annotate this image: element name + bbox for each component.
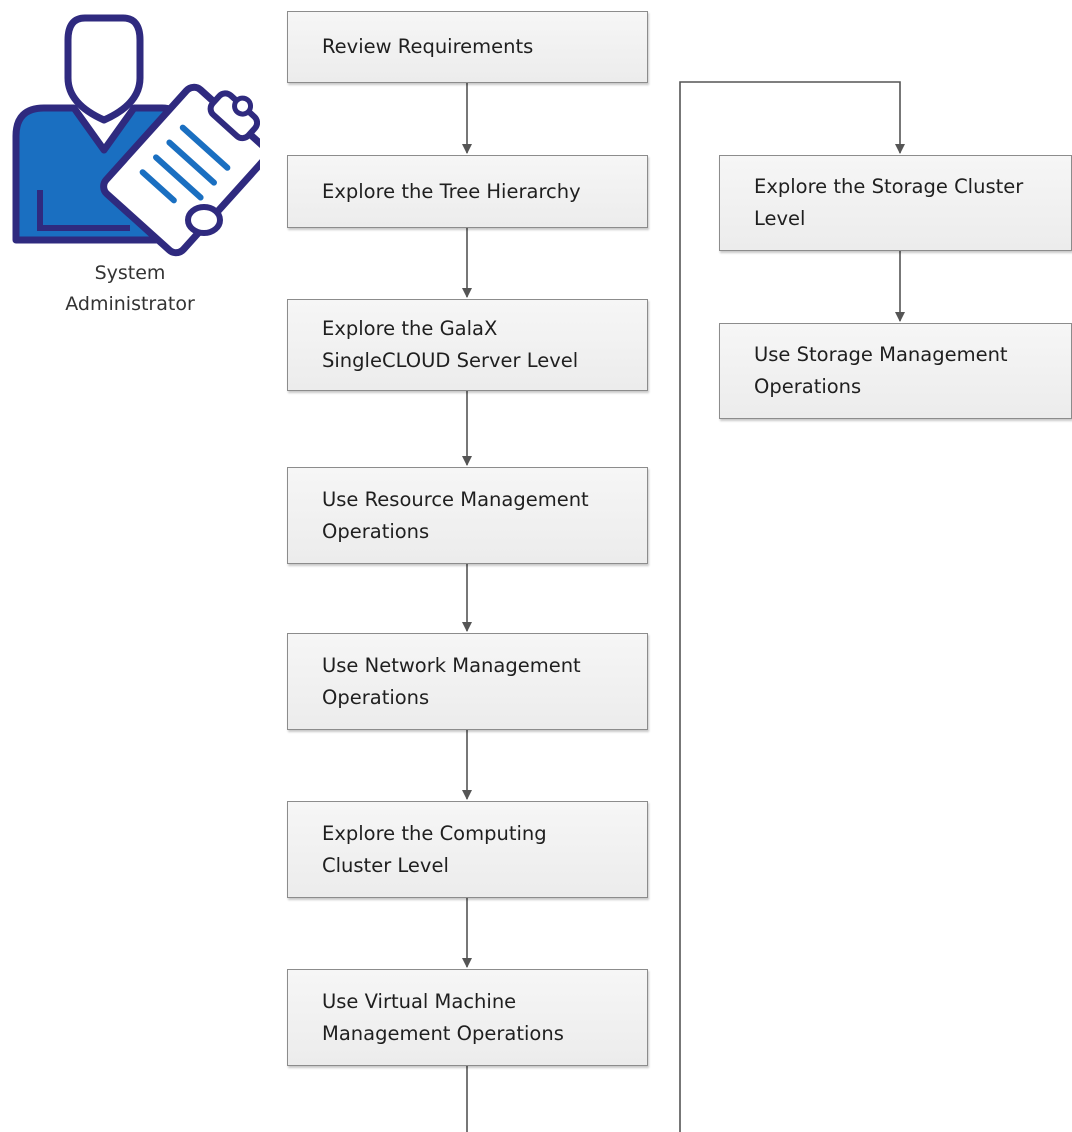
step-storage-management: Use Storage Management Operations [719, 323, 1072, 419]
step-label: Explore the Tree Hierarchy [322, 179, 581, 203]
connector-wrap [679, 81, 905, 1132]
step-explore-tree-hierarchy: Explore the Tree Hierarchy [287, 155, 648, 228]
step-computing-cluster-level: Explore the Computing Cluster Level [287, 801, 648, 898]
step-label: Use Network Management Operations [322, 653, 581, 709]
step-label: Use Virtual Machine Management Operation… [322, 989, 564, 1045]
step-virtual-machine-management: Use Virtual Machine Management Operation… [287, 969, 648, 1066]
step-label: Explore the Computing Cluster Level [322, 821, 547, 877]
step-storage-cluster-level: Explore the Storage Cluster Level [719, 155, 1072, 251]
step-label: Explore the Storage Cluster Level [754, 175, 1024, 230]
step-explore-galax-server-level: Explore the GalaX SingleCLOUD Server Lev… [287, 299, 648, 391]
step-review-requirements: Review Requirements [287, 11, 648, 83]
clipboard-icon [100, 83, 260, 257]
head-icon [64, 14, 144, 124]
step-resource-management: Use Resource Management Operations [287, 467, 648, 564]
actor-label: System Administrator [65, 262, 195, 315]
step-label: Use Resource Management Operations [322, 487, 589, 543]
step-label: Review Requirements [322, 35, 534, 58]
hand-icon [185, 204, 223, 236]
system-administrator-icon [12, 14, 260, 257]
step-network-management: Use Network Management Operations [287, 633, 648, 730]
step-label: Explore the GalaX SingleCLOUD Server Lev… [322, 317, 579, 372]
step-label: Use Storage Management Operations [754, 343, 1008, 398]
